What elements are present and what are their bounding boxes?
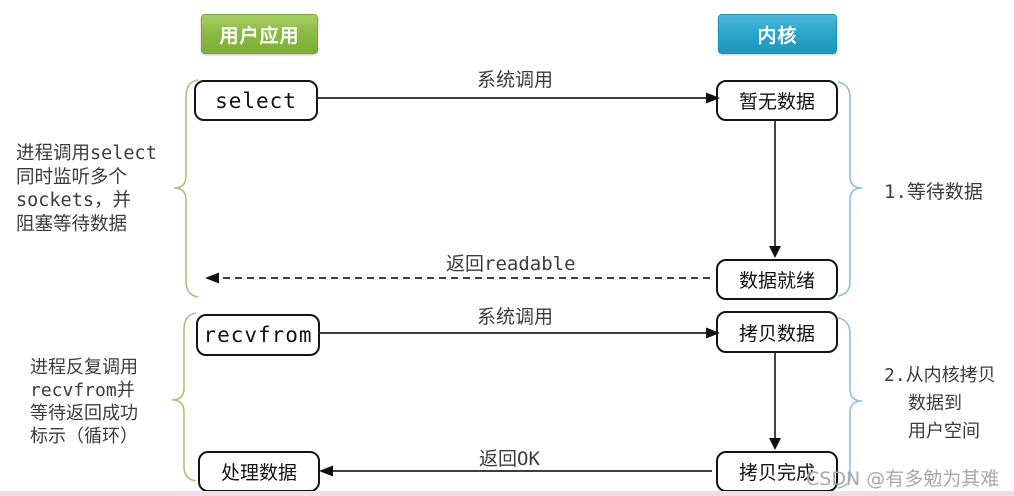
- brace-right-1: [837, 81, 863, 297]
- label-return-ok: 返回OK: [479, 448, 540, 470]
- note-line: 阻塞等待数据: [16, 213, 128, 235]
- node-no-data-yet: 暂无数据: [716, 80, 838, 121]
- brace-left-2: [171, 312, 197, 482]
- note-line: 同时监听多个: [16, 166, 128, 188]
- note-line: 用户空间: [908, 421, 980, 442]
- arrow-copy-down: [769, 351, 781, 450]
- note-line: 等待返回成功: [30, 403, 138, 424]
- arrow-wait-down: [769, 119, 781, 258]
- node-recvfrom: recvfrom: [196, 314, 320, 356]
- note-line: 进程反复调用: [30, 357, 138, 378]
- note-select-blocking: 进程调用select 同时监听多个 sockets，并 阻塞等待数据: [16, 142, 157, 236]
- csdn-watermark: CSDN @有多勉为其难: [806, 468, 1000, 490]
- note-line: recvfrom并: [30, 380, 135, 401]
- label-system-call-1: 系统调用: [477, 69, 554, 91]
- node-select: select: [194, 80, 318, 121]
- note-step2-copy-data: 2.从内核拷贝 数据到 用户空间: [884, 362, 996, 446]
- note-line: sockets，并: [16, 190, 131, 211]
- bottom-pink-strip: [0, 491, 1014, 496]
- note-line: 2.从内核拷贝: [884, 365, 996, 386]
- arrow-syscall-1: [316, 92, 720, 104]
- note-line: 数据到: [908, 393, 962, 414]
- note-line: 标示（循环）: [30, 426, 138, 447]
- note-recvfrom-loop: 进程反复调用 recvfrom并 等待返回成功 标示（循环）: [30, 356, 138, 448]
- label-system-call-2: 系统调用: [477, 306, 554, 328]
- label-return-readable: 返回readable: [446, 253, 576, 275]
- node-process-data: 处理数据: [198, 451, 320, 492]
- note-step1-wait-data: 1.等待数据: [884, 181, 983, 203]
- brace-right-2: [837, 317, 863, 489]
- node-copy-data: 拷贝数据: [716, 311, 838, 353]
- node-data-ready: 数据就绪: [716, 259, 838, 300]
- kernel-header: 内核: [718, 14, 837, 54]
- user-application-header: 用户应用: [201, 14, 318, 54]
- arrow-syscall-2: [318, 327, 720, 339]
- node-copy-complete: 拷贝完成: [716, 451, 838, 492]
- note-line: 进程调用select: [16, 143, 157, 164]
